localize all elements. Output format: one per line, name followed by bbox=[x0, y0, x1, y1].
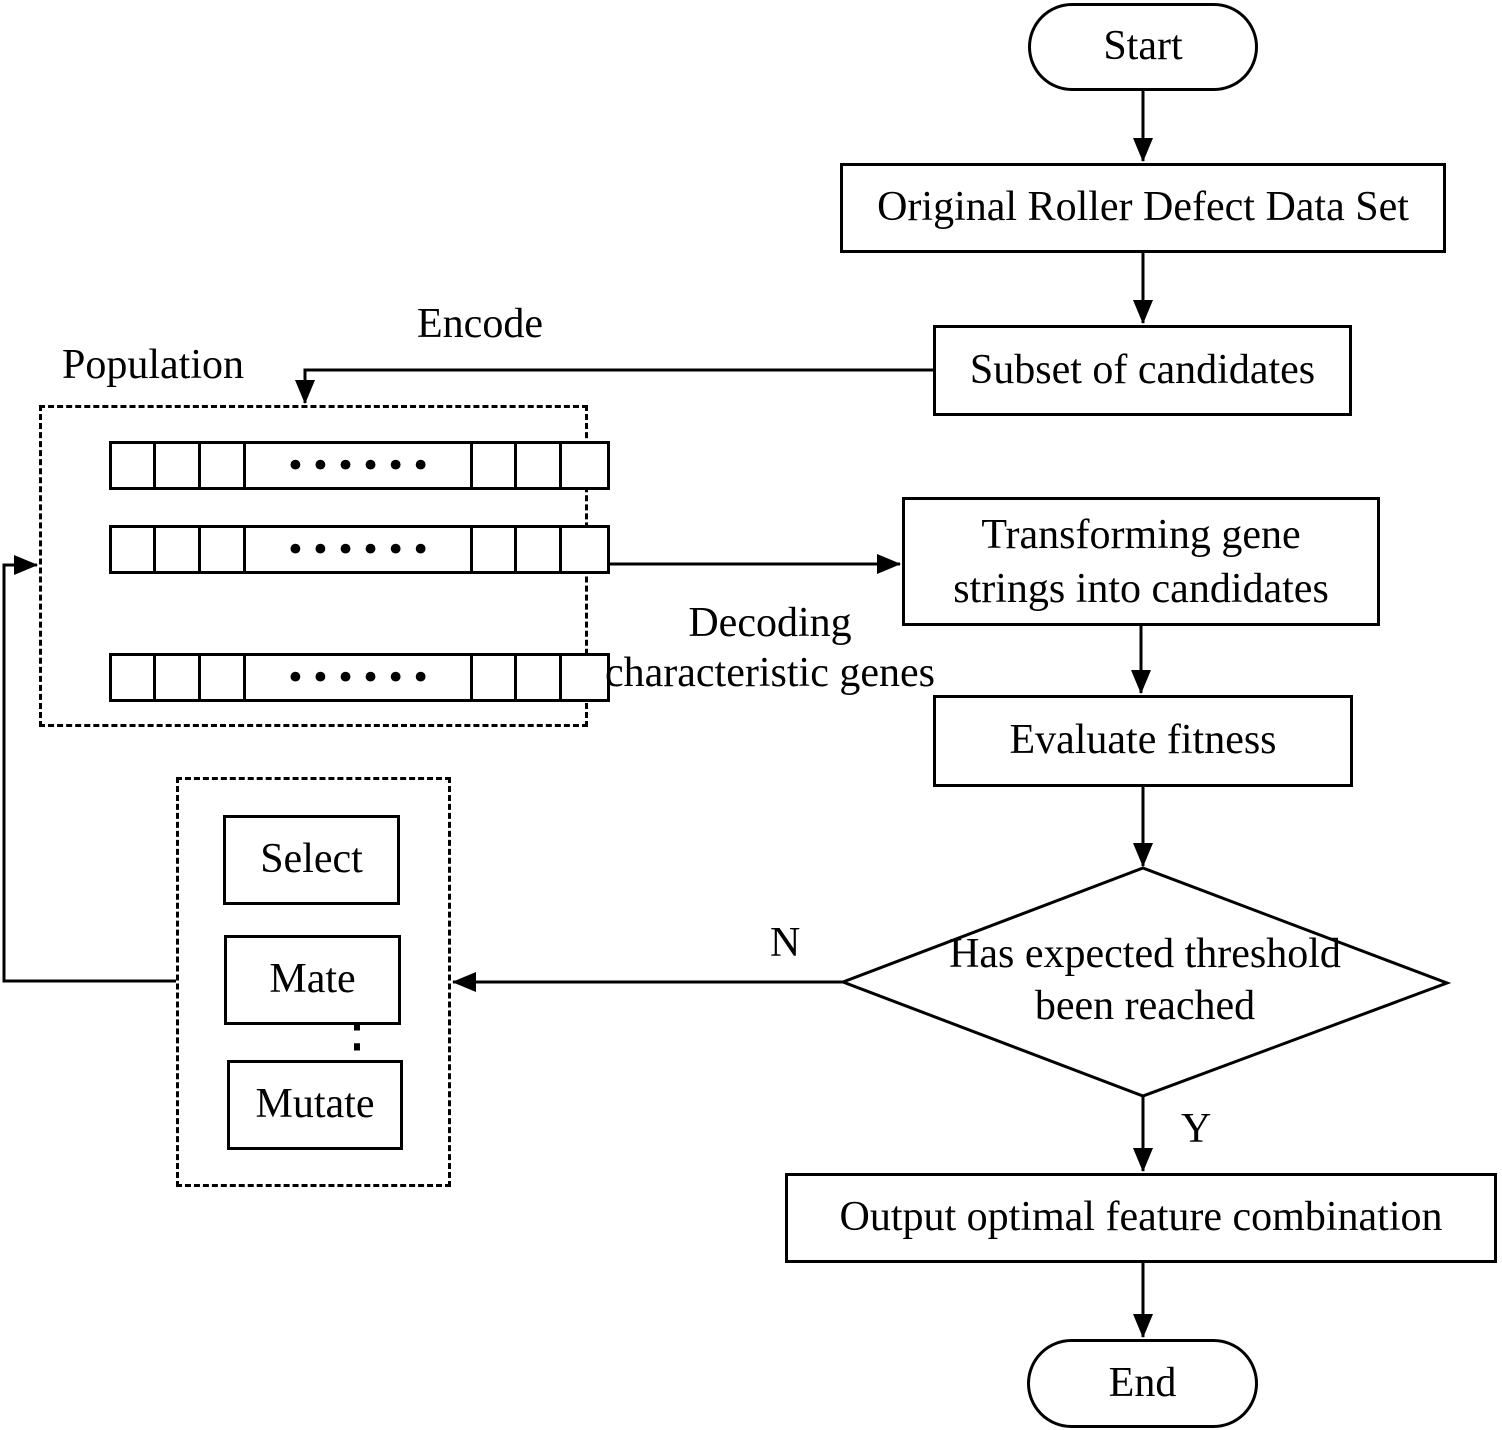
gene-row-3: •••••• bbox=[109, 653, 610, 702]
gene-cell bbox=[473, 528, 518, 571]
dataset-label: Original Roller Defect Data Set bbox=[877, 184, 1409, 231]
gene-dots: •••••• bbox=[285, 529, 436, 570]
gene-cell bbox=[201, 444, 247, 487]
output-label: Output optimal feature combination bbox=[839, 1194, 1443, 1241]
subset-label: Subset of candidates bbox=[969, 346, 1316, 393]
evaluate-label: Evaluate fitness bbox=[1009, 717, 1277, 764]
select-box: Select bbox=[223, 815, 400, 905]
gene-cell bbox=[473, 444, 518, 487]
transform-process-box: Transforming gene strings into candidate… bbox=[902, 497, 1380, 626]
gene-dots: •••••• bbox=[285, 445, 436, 486]
evaluate-process-box: Evaluate fitness bbox=[933, 695, 1353, 787]
end-label: End bbox=[1108, 1359, 1177, 1406]
dataset-process-box: Original Roller Defect Data Set bbox=[840, 163, 1446, 253]
gene-row-2: •••••• bbox=[109, 525, 610, 574]
decision-label: Has expected threshold been reached bbox=[949, 931, 1341, 1029]
edge-encode-subset-to-population bbox=[295, 368, 933, 404]
mate-box: Mate bbox=[224, 935, 401, 1025]
gene-cell bbox=[156, 528, 201, 571]
gene-cell bbox=[517, 656, 562, 699]
population-label: Population bbox=[62, 342, 245, 388]
start-terminator: Start bbox=[1028, 3, 1258, 91]
select-label: Select bbox=[260, 836, 363, 883]
gene-cell bbox=[562, 528, 607, 571]
encode-label: Encode bbox=[417, 301, 543, 347]
gene-dots: •••••• bbox=[285, 657, 436, 698]
gene-cell-ellipsis: •••••• bbox=[246, 528, 473, 571]
gene-cell bbox=[562, 444, 607, 487]
start-label: Start bbox=[1103, 23, 1183, 70]
gene-cell bbox=[112, 528, 157, 571]
gene-cell bbox=[112, 656, 157, 699]
branch-label-y: Y bbox=[1181, 1106, 1212, 1152]
gene-row-1: •••••• bbox=[109, 441, 610, 490]
gene-cell bbox=[112, 444, 157, 487]
gene-cell-ellipsis: •••••• bbox=[246, 656, 473, 699]
end-terminator: End bbox=[1027, 1339, 1258, 1428]
gene-cell bbox=[201, 656, 247, 699]
branch-label-n: N bbox=[770, 920, 801, 966]
gene-cell bbox=[156, 444, 201, 487]
operators-group-box bbox=[176, 777, 451, 1187]
gene-cell bbox=[201, 528, 247, 571]
gene-cell-ellipsis: •••••• bbox=[246, 444, 473, 487]
gene-cell bbox=[517, 528, 562, 571]
edge-operators-feedback-to-population bbox=[2, 555, 176, 983]
subset-process-box: Subset of candidates bbox=[933, 325, 1352, 416]
population-group-box: •••••• •••••• ⋮ •••••• bbox=[39, 405, 610, 1059]
decoding-label: Decoding characteristic genes bbox=[605, 600, 935, 696]
gene-cell bbox=[156, 656, 201, 699]
transform-label: Transforming gene strings into candidate… bbox=[953, 511, 1329, 612]
mate-label: Mate bbox=[269, 956, 356, 1003]
gene-cell bbox=[473, 656, 518, 699]
mutate-label: Mutate bbox=[255, 1081, 375, 1128]
output-process-box: Output optimal feature combination bbox=[785, 1173, 1497, 1263]
mutate-box: Mutate bbox=[227, 1060, 403, 1150]
decision-diamond-shape bbox=[838, 866, 1452, 1098]
gene-cell bbox=[517, 444, 562, 487]
